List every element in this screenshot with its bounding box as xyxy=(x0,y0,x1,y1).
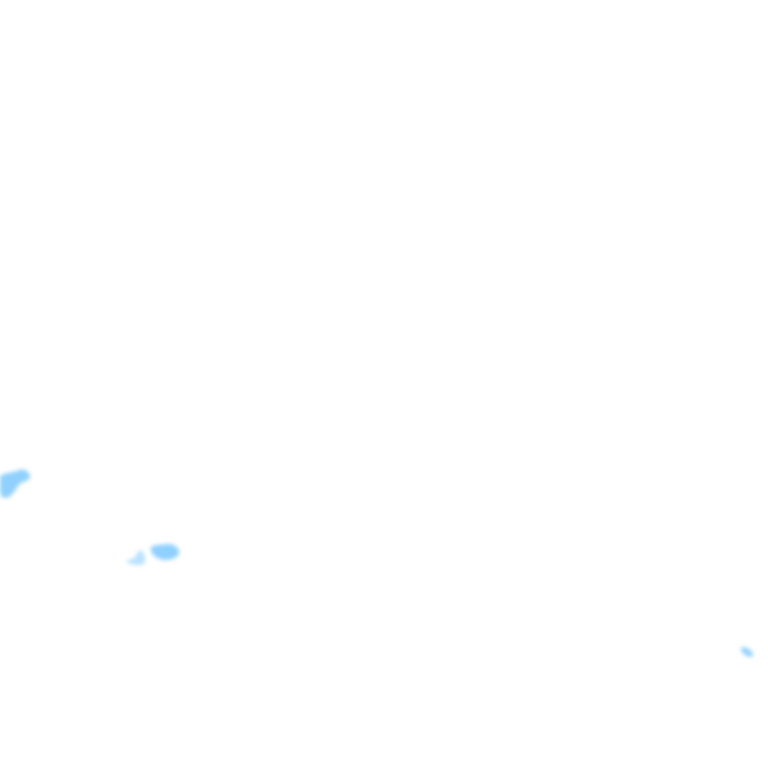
blob-center-left-b xyxy=(151,544,180,560)
blob-center-left-a xyxy=(126,550,146,566)
blob-southeast xyxy=(741,647,754,657)
blob-west xyxy=(0,469,31,498)
